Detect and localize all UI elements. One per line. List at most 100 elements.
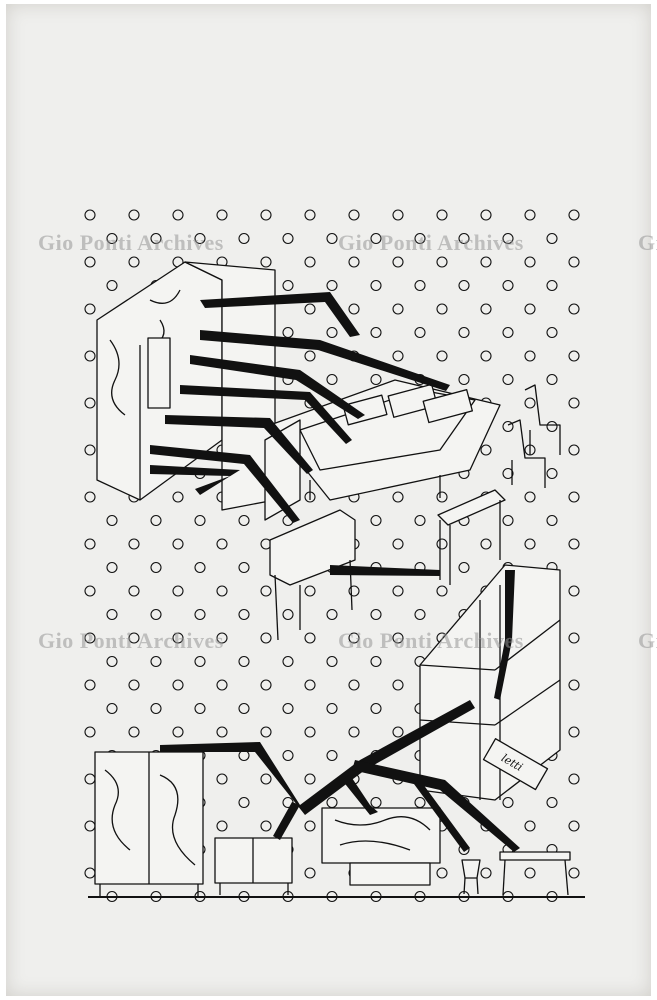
- grid-dot: [370, 655, 382, 668]
- double-bed: [269, 379, 501, 501]
- grid-dot: [546, 232, 558, 245]
- grid-dot: [568, 397, 580, 409]
- grid-dot: [524, 538, 536, 550]
- grid-dot: [326, 796, 338, 809]
- grid-dot: [524, 491, 536, 503]
- letti-tag: letti: [482, 738, 549, 791]
- grid-dot: [436, 256, 448, 268]
- grid-dot: [304, 632, 316, 644]
- grid-dot: [568, 679, 580, 691]
- grid-dot: [216, 632, 228, 644]
- grid-dot: [106, 514, 118, 527]
- grid-dot: [172, 585, 184, 597]
- grid-dot: [282, 702, 294, 715]
- grid-dot: [370, 373, 382, 386]
- grid-dot: [106, 279, 118, 292]
- grid-dot: [172, 726, 184, 738]
- grid-dot: [282, 232, 294, 245]
- grid-dot: [194, 655, 206, 668]
- grid-dot: [150, 561, 162, 574]
- grid-dot: [458, 232, 470, 245]
- grid-dot: [348, 632, 360, 644]
- grid-dot: [216, 773, 228, 785]
- grid-dot: [128, 538, 140, 550]
- grid-dot: [502, 373, 514, 386]
- grid-dot: [480, 444, 492, 456]
- grid-dot: [260, 773, 272, 785]
- grid-dot: [348, 679, 360, 691]
- watermark: Gio Ponti Archives: [338, 628, 524, 653]
- grid-dot: [458, 561, 470, 574]
- grid-dot: [392, 350, 404, 362]
- grid-dot: [128, 726, 140, 738]
- stool: [461, 859, 481, 895]
- console-table: [437, 489, 506, 585]
- grid-dot: [106, 655, 118, 668]
- wardrobe-open: [96, 261, 276, 511]
- grid-dot: [524, 209, 536, 221]
- grid-dot: [326, 608, 338, 621]
- grid-dot: [546, 420, 558, 433]
- grid-dot: [304, 679, 316, 691]
- grid-dot: [480, 538, 492, 550]
- grid-dot: [546, 326, 558, 339]
- grid-dot: [502, 420, 514, 433]
- grid-dot: [568, 350, 580, 362]
- grid-dot: [370, 702, 382, 715]
- grid-dot: [568, 867, 580, 879]
- grid-dot: [370, 514, 382, 527]
- grid-dot: [524, 256, 536, 268]
- grid-dot: [436, 209, 448, 221]
- pointer-arrows: [150, 292, 520, 852]
- grid-dot: [480, 867, 492, 879]
- grid-dot: [238, 514, 250, 527]
- grid-dot: [392, 491, 404, 503]
- grid-dot: [326, 702, 338, 715]
- grid-dot: [84, 491, 96, 503]
- grid-dot: [348, 585, 360, 597]
- grid-dot: [194, 702, 206, 715]
- grid-dot: [568, 256, 580, 268]
- grid-dot: [304, 209, 316, 221]
- grid-dot: [546, 467, 558, 480]
- grid-dot: [260, 585, 272, 597]
- cabinet: [94, 751, 204, 896]
- grid-dot: [238, 608, 250, 621]
- grid-dot: [304, 256, 316, 268]
- grid-dot: [502, 326, 514, 339]
- grid-dot: [238, 561, 250, 574]
- grid-dot: [84, 679, 96, 691]
- grid-dot: [128, 632, 140, 644]
- grid-dot: [436, 585, 448, 597]
- grid-dot: [172, 538, 184, 550]
- grid-dot: [480, 350, 492, 362]
- grid-dot: [326, 232, 338, 245]
- watermark: Gio Ponti Archives: [638, 628, 657, 653]
- watermark: Gio Ponti Archives: [38, 628, 224, 653]
- grid-dot: [414, 796, 426, 809]
- grid-dot: [172, 679, 184, 691]
- grid-dot: [282, 279, 294, 292]
- sideboard: [214, 837, 293, 895]
- grid-dot: [84, 820, 96, 832]
- grid-dot: [502, 514, 514, 527]
- grid-dot: [348, 209, 360, 221]
- grid-dot: [216, 209, 228, 221]
- grid-dot: [458, 326, 470, 339]
- grid-dot: [84, 350, 96, 362]
- grid-dot: [326, 655, 338, 668]
- grid-dot: [524, 820, 536, 832]
- grid-dot: [458, 373, 470, 386]
- grid-dot: [348, 303, 360, 315]
- grid-dot: [260, 820, 272, 832]
- grid-dot: [546, 373, 558, 386]
- grid-dot: [260, 679, 272, 691]
- grid-dot: [282, 749, 294, 762]
- grid-dot: [260, 256, 272, 268]
- grid-dot: [326, 749, 338, 762]
- grid-dot: [282, 655, 294, 668]
- grid-dot: [392, 585, 404, 597]
- grid-dot: [392, 256, 404, 268]
- grid-dot: [480, 209, 492, 221]
